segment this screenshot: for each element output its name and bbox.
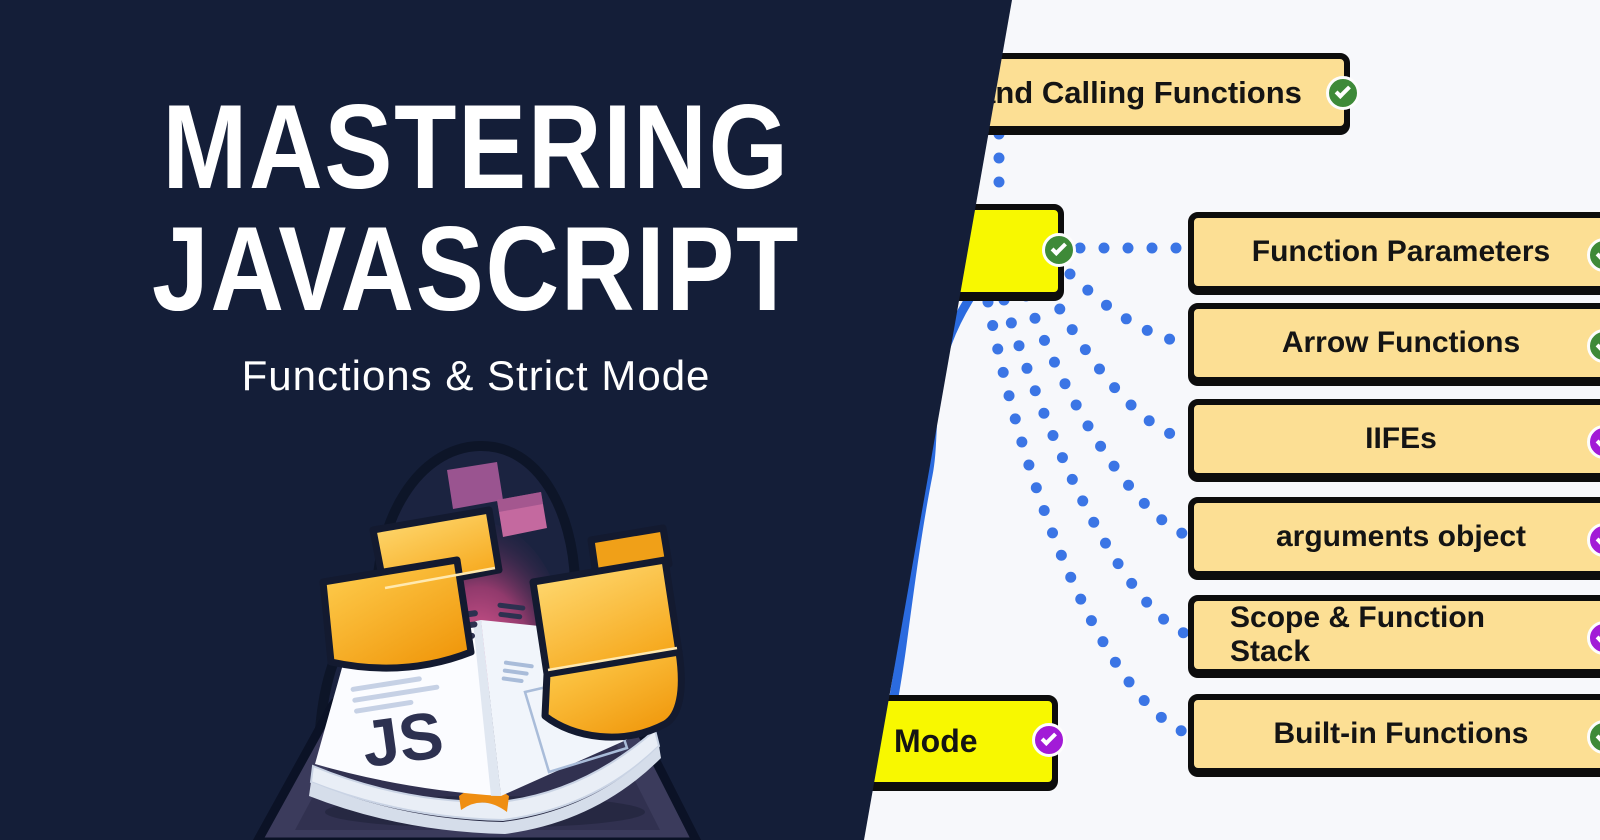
node-strict-mode: Mode (814, 695, 1066, 788)
check-badge (1587, 425, 1600, 459)
node-root-functions (900, 204, 1076, 298)
check-icon (1334, 82, 1351, 100)
node-label: arguments object (1275, 520, 1527, 553)
check-badge (1587, 621, 1600, 655)
connector-iifes (1042, 282, 1192, 445)
check-icon (1050, 239, 1067, 257)
check-badge (1587, 329, 1600, 363)
branch-strict-mode (886, 275, 987, 721)
node-arrow-functions: Arrow Functions (1188, 303, 1600, 383)
node-label: Mode (894, 723, 978, 759)
check-icon (1595, 627, 1600, 645)
check-icon (1595, 431, 1600, 449)
node-arguments-object: arguments object (1188, 497, 1600, 577)
check-badge (1326, 76, 1360, 110)
node-label: Built-in Functions (1273, 717, 1529, 750)
check-badge (1042, 233, 1076, 267)
node-label: Scope & Function Stack (1230, 601, 1485, 668)
node-iifes: IIFEs (1188, 399, 1600, 479)
check-icon (1595, 726, 1600, 744)
check-badge (1587, 523, 1600, 557)
node-label: and Calling Functions (978, 74, 1302, 110)
connector-built-in (982, 296, 1192, 739)
js-book-illustration: JS (252, 440, 702, 840)
node-function-parameters: Function Parameters (1188, 212, 1600, 292)
check-icon (1595, 335, 1600, 353)
node-scope-function-stack: Scope & Function Stack (1188, 595, 1600, 675)
check-badge (1587, 238, 1600, 272)
node-defining-calling-functions: and Calling Functions (930, 53, 1360, 132)
check-icon (1040, 729, 1057, 747)
title-line-1: MASTERING (162, 80, 790, 214)
connector-arrow-functions (1064, 268, 1192, 349)
connector-scope-stack (998, 294, 1192, 640)
page-title: MASTERING JAVASCRIPT (71, 86, 880, 330)
node-label: Function Parameters (1251, 235, 1551, 268)
check-icon (1595, 244, 1600, 262)
node-label: Arrow Functions (1281, 326, 1521, 359)
node-built-in-functions: Built-in Functions (1188, 694, 1600, 774)
title-line-2: JAVASCRIPT (152, 202, 800, 336)
check-icon (1595, 529, 1600, 547)
node-label: IIFEs (1365, 422, 1437, 455)
check-badge (1587, 720, 1600, 754)
book-js-label: JS (357, 697, 447, 782)
page-subtitle: Functions & Strict Mode (241, 352, 711, 399)
connector-arguments-object (1020, 290, 1192, 541)
check-badge (1032, 723, 1066, 757)
